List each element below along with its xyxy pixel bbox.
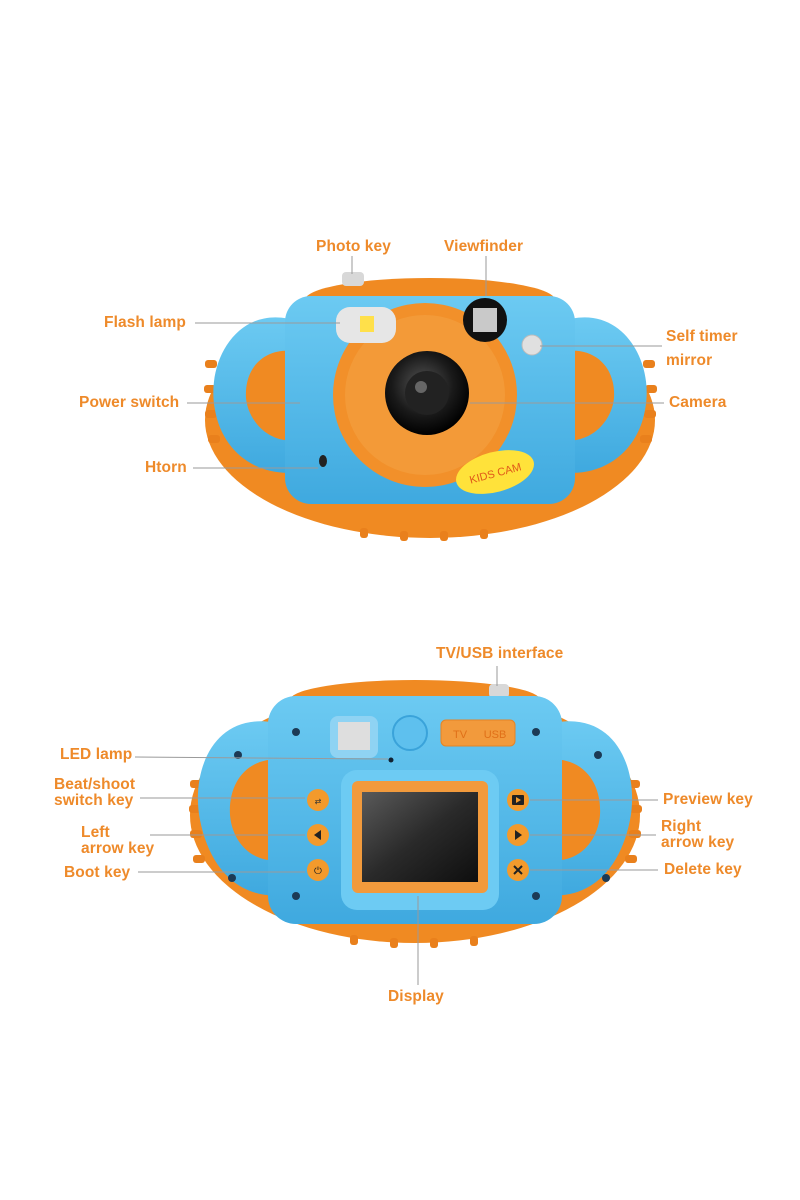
delete-key [507, 859, 529, 881]
label-display: Display [388, 988, 444, 1005]
label-tv-usb-interface: TV/USB interface [436, 645, 564, 662]
label-power-switch: Power switch [79, 394, 180, 411]
label-flash-lamp: Flash lamp [104, 314, 186, 331]
back-top-button [489, 684, 509, 698]
kids-cam-badge [456, 450, 534, 494]
beat-shoot-switch-key: ⇄ [307, 789, 329, 811]
label-boot-key: Boot key [64, 864, 131, 881]
label-photo-key: Photo key [316, 238, 391, 255]
preview-key [507, 789, 529, 811]
label-self-timer-line2: mirror [666, 352, 713, 369]
back-camera: TV USB ⇄ ⏻ [189, 680, 642, 948]
front-left-handle [213, 317, 300, 473]
boot-key: ⏻ [307, 859, 329, 881]
svg-text:⇄: ⇄ [315, 797, 322, 806]
tv-usb-port-cover [440, 719, 516, 747]
usb-port-label: USB [484, 729, 507, 741]
label-beat-shoot-line2: switch key [54, 792, 134, 809]
svg-text:⏻: ⏻ [314, 866, 322, 877]
label-horn: Htorn [145, 459, 187, 476]
label-left-arrow-line1: Left [81, 824, 110, 841]
back-right-handle [545, 721, 633, 896]
label-delete-key: Delete key [664, 861, 742, 878]
front-leader-lines [187, 256, 664, 469]
label-self-timer-line1: Self timer [666, 328, 738, 345]
front-camera: KIDS CAM [204, 272, 657, 541]
self-timer-mirror [521, 334, 543, 356]
horn-hole [319, 455, 327, 467]
label-right-arrow-line1: Right [661, 818, 702, 835]
display-screen [362, 792, 478, 882]
tv-port-label: TV [453, 729, 468, 741]
right-arrow-key [507, 824, 529, 846]
led-dot [388, 757, 394, 763]
front-right-handle [560, 317, 647, 473]
label-preview-key: Preview key [663, 791, 753, 808]
left-arrow-key [307, 824, 329, 846]
label-viewfinder: Viewfinder [444, 238, 524, 255]
photo-key-button [342, 272, 364, 286]
label-led-lamp: LED lamp [60, 746, 133, 763]
label-camera: Camera [669, 394, 727, 411]
back-left-handle [197, 721, 285, 896]
back-leader-lines [134, 666, 658, 985]
label-beat-shoot-line1: Beat/shoot [54, 776, 136, 793]
label-left-arrow-line2: arrow key [81, 840, 155, 857]
label-right-arrow-line2: arrow key [661, 834, 735, 851]
